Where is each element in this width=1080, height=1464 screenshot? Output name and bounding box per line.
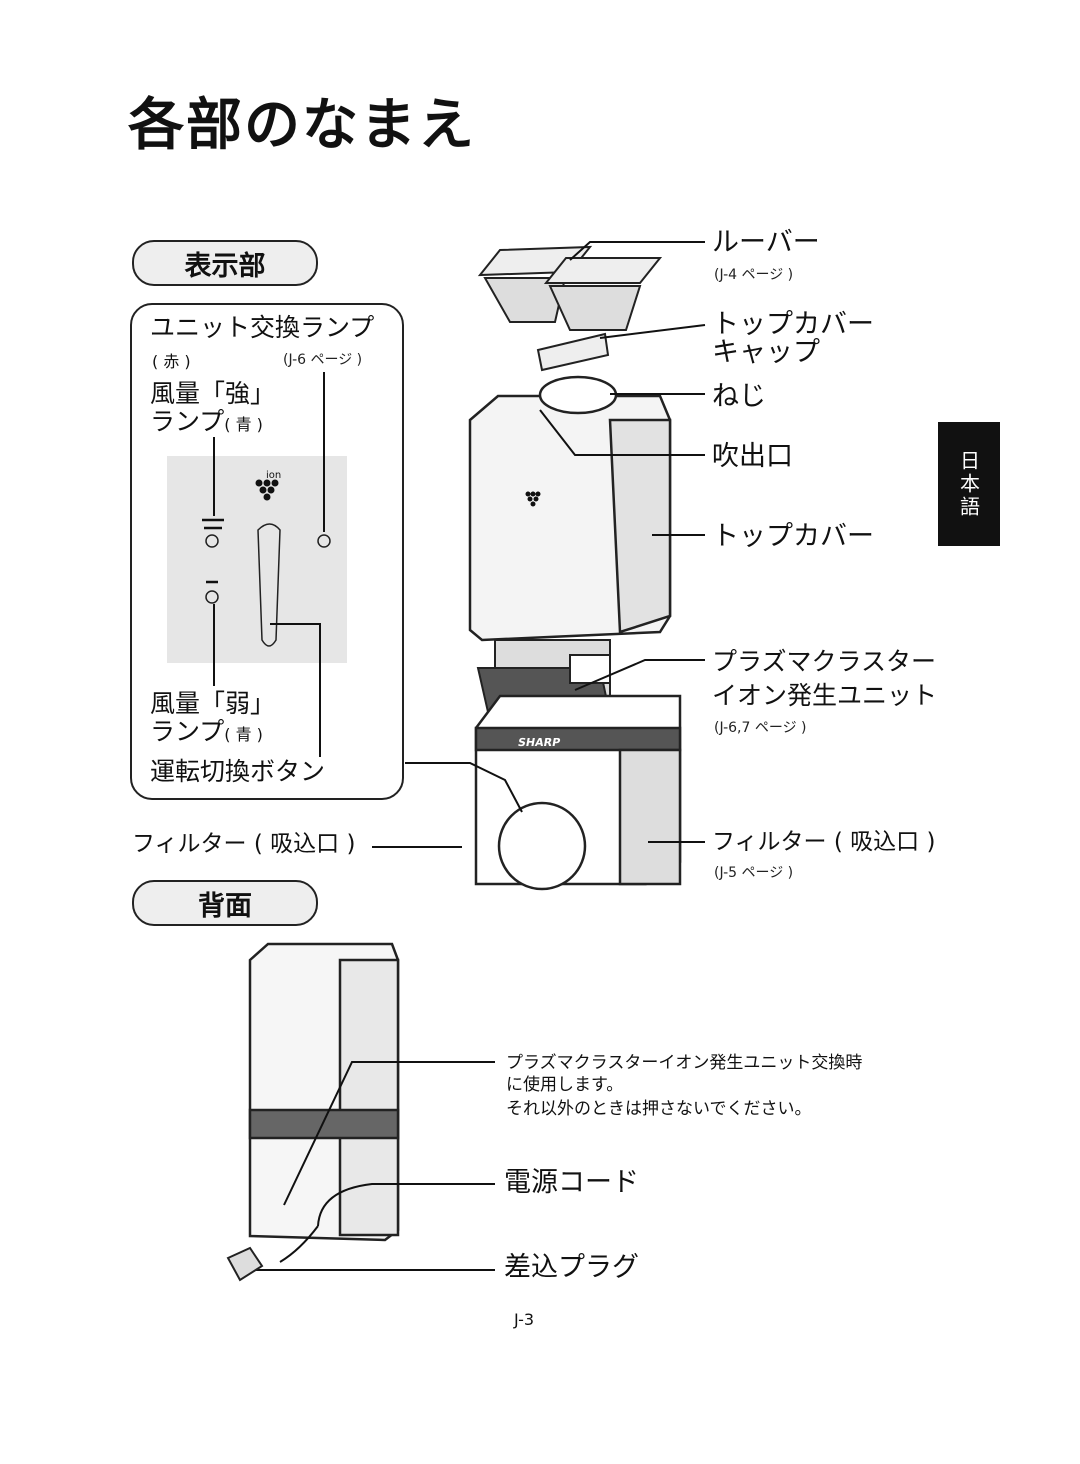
display-panel-box xyxy=(130,303,404,800)
filter-right-ref: (J-5 ページ ) xyxy=(714,865,794,881)
section-display-label: 表示部 xyxy=(132,240,318,286)
unit-lamp xyxy=(317,534,331,548)
back-note-2: に使用します。 xyxy=(506,1075,624,1095)
low-lamp xyxy=(205,590,219,604)
sharp-logo: SHARP xyxy=(516,736,562,749)
language-tab: 日本語 xyxy=(938,422,1000,546)
unit-lamp-ref: (J-6 ページ ) xyxy=(283,352,363,368)
back-note-3: それ以外のときは押さないでください。 xyxy=(506,1099,812,1119)
operation-button-shape xyxy=(257,523,281,647)
louver-ref: (J-4 ページ ) xyxy=(714,267,794,283)
louver-drawing xyxy=(477,245,663,331)
top-cover-drawing xyxy=(468,375,672,642)
unit-lamp-label: ユニット交換ランプ xyxy=(150,313,375,342)
filter-left-label: フィルター ( 吸込口 ) xyxy=(132,831,356,857)
display-panel-face xyxy=(167,456,347,663)
top-cover-cap-label-1: トップカバー xyxy=(712,309,874,340)
screw-label: ねじ xyxy=(712,381,766,412)
ion-mark: ion xyxy=(266,470,282,481)
ion-grapes-icon xyxy=(255,479,279,501)
plug-label: 差込プラグ xyxy=(504,1252,639,1283)
power-cord-label: 電源コード xyxy=(504,1167,639,1198)
plug-drawing xyxy=(226,1246,264,1282)
high-lamp-label: 風量「強」 xyxy=(150,379,276,408)
low-lamp-label-2: ランプ xyxy=(150,717,225,746)
top-cover-cap-label-2: キャップ xyxy=(712,337,820,368)
page-title: 各部のなまえ xyxy=(128,93,476,158)
operation-button-label: 運転切換ボタン xyxy=(150,757,326,786)
low-lamp-label: 風量「弱」 xyxy=(150,689,276,718)
pci-unit-ref: (J-6,7 ページ ) xyxy=(714,720,807,736)
unit-lamp-color: ( 赤 ) xyxy=(152,352,191,371)
high-lamp-color: ( 青 ) xyxy=(224,415,263,434)
page-number: J-3 xyxy=(514,1310,535,1329)
filter-right-label: フィルター ( 吸込口 ) xyxy=(712,829,936,855)
base-unit-drawing xyxy=(474,694,682,891)
back-note-1: プラズマクラスターイオン発生ユニット交換時 xyxy=(506,1053,863,1073)
pci-unit-label-1: プラズマクラスター xyxy=(712,647,937,676)
louver-label: ルーバー xyxy=(712,227,820,258)
outlet-label: 吹出口 xyxy=(712,441,793,472)
back-device-drawing xyxy=(248,942,400,1242)
high-lamp-label-2: ランプ xyxy=(150,407,225,436)
pci-unit-label-2: イオン発生ユニット xyxy=(712,681,938,710)
low-lamp-color: ( 青 ) xyxy=(224,725,263,744)
section-back-label: 背面 xyxy=(132,880,318,926)
top-cover-label: トップカバー xyxy=(712,521,874,552)
high-lamp xyxy=(205,534,219,548)
